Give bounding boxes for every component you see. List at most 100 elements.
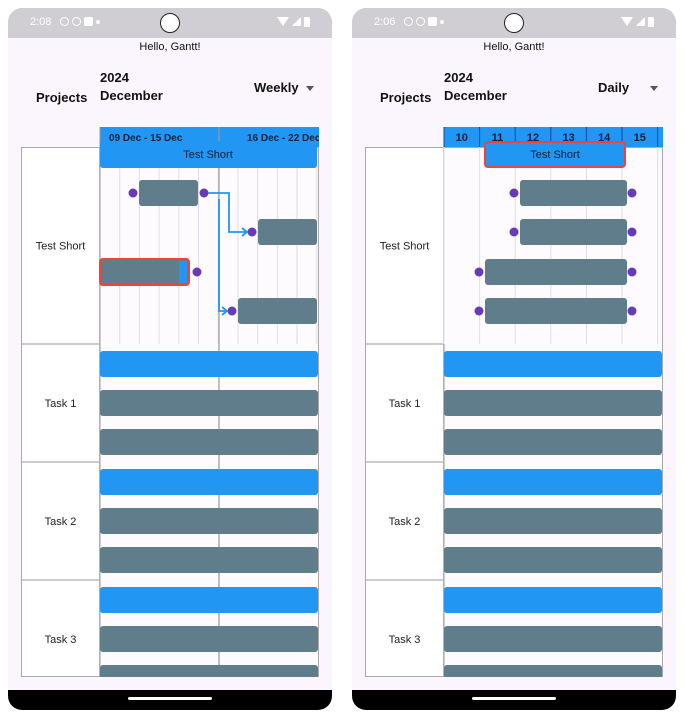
row-label-cell (21, 147, 100, 344)
drag-handle[interactable] (627, 306, 637, 316)
row-label-cell (365, 462, 444, 580)
drag-handle[interactable] (627, 267, 637, 277)
battery-icon (648, 17, 654, 27)
drag-handle[interactable] (627, 227, 637, 237)
sd-card-icon (84, 17, 93, 26)
task-bar[interactable] (444, 390, 662, 416)
summary-bar[interactable] (100, 141, 317, 168)
projects-heading: Projects (380, 90, 432, 105)
task-bar[interactable] (520, 219, 627, 245)
do-not-disturb-icon (404, 17, 413, 26)
greeting-text: Hello, Gantt! (139, 41, 201, 53)
dependency-arrow (208, 192, 247, 233)
task-bar[interactable] (258, 219, 317, 245)
year-label: 2024 (100, 70, 129, 85)
status-icons (60, 17, 103, 28)
task-bar[interactable] (444, 508, 662, 534)
resize-grip[interactable] (179, 261, 187, 283)
task-bar[interactable] (444, 626, 662, 652)
battery-icon (304, 17, 310, 27)
row-label-cell (21, 580, 100, 677)
task-bar[interactable] (100, 508, 318, 534)
wifi-icon (621, 17, 633, 26)
drag-handle[interactable] (199, 188, 209, 198)
scale-dropdown[interactable]: Weekly (254, 80, 299, 95)
task-bar[interactable] (238, 298, 317, 324)
drag-handle[interactable] (192, 267, 202, 277)
task-bar[interactable] (100, 429, 318, 455)
day-header-cell: 11 (492, 132, 504, 144)
row-label: Task 1 (389, 398, 421, 410)
drag-handle[interactable] (627, 188, 637, 198)
week-header-cell: 16 Dec - 22 Dec (247, 133, 319, 144)
row-label: Test Short (36, 241, 86, 253)
dependency-arrow (218, 199, 227, 312)
row-label: Task 3 (45, 634, 77, 646)
month-label: December (444, 88, 507, 103)
day-header-cell: 15 (634, 132, 646, 144)
navigation-bar (8, 690, 332, 710)
status-bar: 2:08 (8, 8, 332, 38)
task-bar[interactable] (485, 298, 627, 324)
sd-card-icon (428, 17, 437, 26)
task-bar[interactable] (100, 469, 318, 495)
task-bar[interactable] (520, 180, 627, 206)
drag-handle[interactable] (227, 306, 237, 316)
wifi-icon (277, 17, 289, 26)
signal-icon (636, 17, 645, 26)
task-bar[interactable] (485, 259, 627, 285)
camera-cutout (160, 13, 180, 33)
home-handle[interactable] (128, 697, 212, 700)
phone-screen-weekly: 2:08 Hello, Gantt! Projects 2024 Decembe… (8, 8, 332, 710)
row-label: Task 1 (45, 398, 77, 410)
arrow-head-icon (241, 227, 249, 237)
task-bar[interactable] (139, 180, 198, 206)
summary-bar-label: Test Short (530, 149, 580, 161)
drag-handle[interactable] (474, 267, 484, 277)
task-bar[interactable] (100, 587, 318, 613)
task-bar[interactable] (100, 351, 318, 377)
date-heading: 2024 December (100, 69, 163, 105)
task-bar[interactable] (444, 429, 662, 455)
drag-handle[interactable] (509, 227, 519, 237)
task-bar[interactable] (444, 665, 662, 677)
task-bar[interactable] (100, 626, 318, 652)
greeting-text: Hello, Gantt! (483, 41, 545, 53)
row-label: Test Short (380, 241, 430, 253)
row-label: Task 2 (45, 516, 77, 528)
phone-screen-daily: 2:06 Hello, Gantt! Projects 2024 Decembe… (352, 8, 676, 710)
home-handle[interactable] (472, 697, 556, 700)
dropdown-arrow-icon[interactable] (650, 86, 658, 91)
status-right-icons (621, 17, 654, 35)
scale-dropdown[interactable]: Daily (598, 80, 630, 95)
row-label: Task 2 (389, 516, 421, 528)
signal-icon (292, 17, 301, 26)
summary-bar-selected[interactable] (484, 141, 626, 168)
dot-icon (440, 20, 444, 24)
camera-cutout (504, 13, 524, 33)
status-time: 2:06 (374, 16, 396, 28)
arrow-head-icon (221, 306, 229, 316)
task-bar[interactable] (444, 469, 662, 495)
row-label-cell (21, 462, 100, 580)
task-bar[interactable] (100, 547, 318, 573)
task-bar-selected[interactable] (99, 258, 190, 286)
dropdown-arrow-icon[interactable] (306, 86, 314, 91)
row-label: Task 3 (389, 634, 421, 646)
drag-handle[interactable] (509, 188, 519, 198)
location-icon (72, 17, 81, 26)
drag-handle[interactable] (247, 227, 257, 237)
do-not-disturb-icon (60, 17, 69, 26)
week-header-cell: 09 Dec - 15 Dec (109, 133, 183, 144)
task-bar[interactable] (444, 351, 662, 377)
drag-handle[interactable] (474, 306, 484, 316)
drag-handle[interactable] (128, 188, 138, 198)
dot-icon (96, 20, 100, 24)
task-bar[interactable] (100, 665, 318, 677)
task-bar[interactable] (100, 390, 318, 416)
task-bar[interactable] (444, 587, 662, 613)
navigation-bar (352, 690, 676, 710)
summary-bar-label: Test Short (183, 149, 233, 161)
task-bar[interactable] (444, 547, 662, 573)
